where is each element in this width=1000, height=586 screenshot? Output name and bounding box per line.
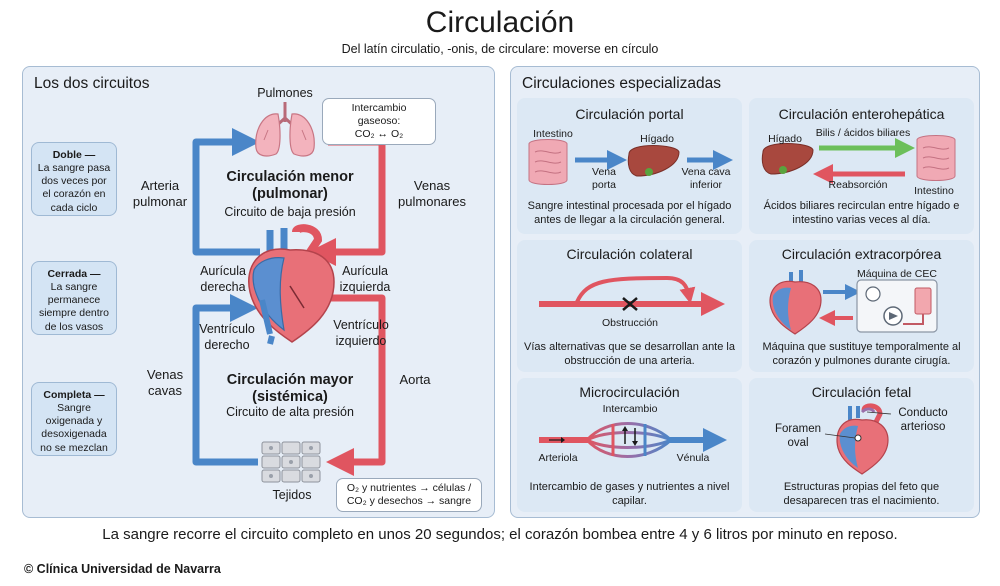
gas-exchange-callout: Intercambio gaseoso: CO₂ ↔ O₂ bbox=[322, 98, 436, 146]
card-extracorporea-title: Circulación extracorpórea bbox=[781, 246, 942, 262]
portal-higado-label: Hígado bbox=[640, 133, 674, 145]
portal-vena-cava-label: Vena cava inferior bbox=[681, 166, 731, 191]
ventriculo-izquierdo-label: Ventrículo izquierdo bbox=[333, 318, 389, 348]
enterohepatic-diagram bbox=[761, 135, 956, 184]
heart-icon bbox=[248, 224, 335, 345]
info-box-doble-body: La sangre pasa dos veces por el corazón … bbox=[37, 162, 111, 214]
info-box-completa: Completa — Sangre oxigenada y desoxigena… bbox=[31, 382, 117, 456]
capillary-bed-diagram bbox=[539, 422, 727, 458]
copyright: © Clínica Universidad de Navarra bbox=[24, 562, 221, 576]
liver-icon bbox=[761, 143, 814, 175]
micro-venula-label: Vénula bbox=[676, 452, 710, 464]
card-fetal-title: Circulación fetal bbox=[811, 384, 912, 400]
card-microcirculacion-title: Microcirculación bbox=[579, 384, 680, 400]
tissue-cells-icon bbox=[261, 441, 321, 483]
info-box-cerrada-head: Cerrada — bbox=[47, 268, 101, 280]
capillary-network bbox=[585, 422, 673, 458]
entero-bilis-label: Bilis / ácidos biliares bbox=[815, 127, 911, 139]
portal-vena-porta-label: Vena porta bbox=[592, 166, 616, 191]
left-panel-title: Los dos circuitos bbox=[34, 75, 150, 92]
intestine-icon bbox=[528, 139, 568, 185]
liver-icon bbox=[627, 145, 680, 177]
entero-intestino-label: Intestino bbox=[914, 185, 954, 197]
entero-reabsorcion-label: Reabsorción bbox=[828, 179, 888, 191]
fetal-leader-lines bbox=[824, 411, 892, 439]
ductus-mark bbox=[860, 407, 876, 414]
ventriculo-derecho-label: Ventrículo derecho bbox=[199, 322, 255, 352]
card-fetal-desc: Estructuras propias del feto que desapar… bbox=[783, 481, 940, 508]
micro-intercambio-label: Intercambio bbox=[602, 403, 658, 415]
card-enterohepatica-title: Circulación enterohepática bbox=[778, 106, 945, 122]
portal-diagram bbox=[528, 139, 733, 185]
aorta-label: Aorta bbox=[399, 372, 431, 387]
lungs-icon bbox=[255, 102, 315, 157]
entero-higado-label: Hígado bbox=[768, 133, 802, 145]
circulacion-menor-subtitle: Circuito de baja presión bbox=[224, 205, 356, 219]
collateral-diagram bbox=[539, 275, 725, 316]
extracorporea-maquina-label: Máquina de CEC bbox=[857, 268, 937, 280]
gas-exchange-line2: CO₂ ↔ O₂ bbox=[354, 128, 404, 141]
ecmo-diagram bbox=[769, 270, 938, 335]
heart-icon bbox=[769, 270, 822, 335]
card-colateral-desc: Vías alternativas que se desarrollan ant… bbox=[524, 341, 735, 368]
info-box-completa-body: Sangre oxigenada y desoxigenada no se me… bbox=[40, 402, 108, 454]
intestine-icon bbox=[916, 135, 956, 181]
portal-intestino-label: Intestino bbox=[533, 128, 573, 140]
info-box-cerrada-body: La sangre permanece siempre dentro de lo… bbox=[38, 281, 110, 333]
info-box-completa-head: Completa — bbox=[43, 389, 105, 401]
tissue-exchange-line1: O₂ y nutrientes → células / bbox=[346, 482, 472, 494]
cec-machine-icon bbox=[856, 279, 938, 333]
info-box-doble-head: Doble — bbox=[52, 149, 96, 161]
aorta-vessel bbox=[322, 294, 386, 476]
micro-arteriola-label: Arteriola bbox=[538, 452, 578, 464]
tejidos-label: Tejidos bbox=[272, 488, 312, 502]
arteria-pulmonar-vessel bbox=[192, 128, 260, 256]
tissue-exchange-line2: CO₂ y desechos → sangre bbox=[346, 495, 472, 508]
tissue-exchange-callout: O₂ y nutrientes → células / CO₂ y desech… bbox=[336, 478, 482, 513]
colateral-obstruccion-label: Obstrucción bbox=[601, 317, 659, 329]
footer-note: La sangre recorre el circuito completo e… bbox=[102, 526, 898, 543]
arteria-pulmonar-label: Arteria pulmonar bbox=[132, 178, 188, 210]
collateral-vessel bbox=[575, 275, 696, 304]
venas-cavas-vessel bbox=[192, 294, 258, 466]
auricula-derecha-label: Aurícula derecha bbox=[200, 264, 246, 294]
card-colateral-title: Circulación colateral bbox=[566, 246, 693, 262]
circulacion-menor-title: Circulación menor (pulmonar) bbox=[226, 169, 354, 203]
info-box-cerrada: Cerrada — La sangre permanece siempre de… bbox=[31, 261, 117, 335]
page-subtitle: Del latín circulatio, -onis, de circular… bbox=[341, 42, 659, 56]
page-title: Circulación bbox=[425, 6, 575, 39]
venas-cavas-label: Venas cavas bbox=[146, 367, 184, 399]
obstruction-mark bbox=[622, 297, 638, 311]
card-extracorporea-desc: Máquina que sustituye temporalmente al c… bbox=[762, 341, 961, 368]
fetal-conducto-label: Conducto arterioso bbox=[898, 407, 948, 433]
auricula-izquierda-label: Aurícula izquierda bbox=[339, 264, 391, 294]
circulacion-mayor-title: Circulación mayor (sistémica) bbox=[226, 372, 354, 406]
right-panel-title: Circulaciones especializadas bbox=[522, 75, 722, 92]
gas-exchange-line1: Intercambio gaseoso: bbox=[351, 102, 407, 128]
card-microcirculacion-desc: Intercambio de gases y nutrientes a nive… bbox=[529, 481, 730, 508]
fetal-heart-icon bbox=[836, 403, 889, 475]
fetal-foramen-label: Foramen oval bbox=[774, 423, 822, 449]
circulacion-mayor-subtitle: Circuito de alta presión bbox=[226, 405, 354, 419]
card-portal-desc: Sangre intestinal procesada por el hígad… bbox=[527, 200, 732, 227]
venas-pulmonares-label: Venas pulmonares bbox=[398, 178, 466, 210]
info-box-doble: Doble — La sangre pasa dos veces por el … bbox=[31, 142, 117, 216]
card-portal-title: Circulación portal bbox=[575, 106, 684, 122]
lungs-label: Pulmones bbox=[257, 86, 313, 100]
card-enterohepatica-desc: Ácidos biliares recirculan entre hígado … bbox=[763, 200, 960, 227]
